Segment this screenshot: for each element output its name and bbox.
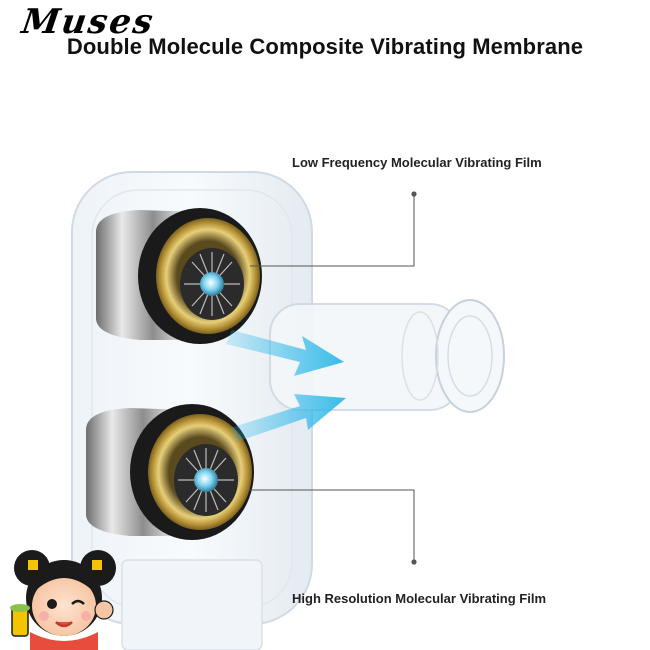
low-frequency-driver — [96, 208, 262, 344]
callout-high-resolution: High Resolution Molecular Vibrating Film — [292, 591, 547, 606]
callout-leader-lines — [250, 191, 417, 565]
flow-arrow-icon — [226, 330, 346, 442]
callout-low-frequency: Low Frequency Molecular Vibrating Film — [292, 155, 542, 170]
high-resolution-driver — [86, 404, 254, 540]
cartoon-girl-icon — [10, 550, 116, 650]
page-title: Double Molecule Composite Vibrating Memb… — [66, 34, 584, 59]
